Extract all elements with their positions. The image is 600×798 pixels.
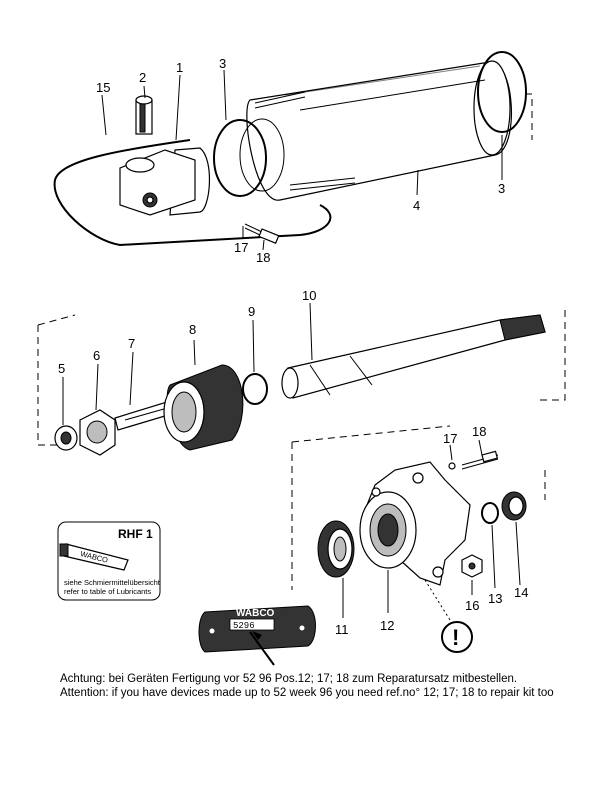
o-ring-3-right <box>477 51 527 133</box>
label-part-4: 4 <box>413 198 420 213</box>
nameplate-number: 5296 <box>233 621 255 631</box>
part-labels: 15 2 1 3 4 3 17 18 5 6 7 8 9 10 17 18 11… <box>58 56 528 637</box>
label-part-7: 7 <box>128 336 135 351</box>
piston-8 <box>163 364 244 451</box>
housing-assembly <box>291 425 546 621</box>
screw-17-lower <box>448 462 456 470</box>
nameplate-brand: WABCO <box>236 608 275 619</box>
lubricant-box-title: RHF 1 <box>118 527 153 541</box>
piston-rod-10 <box>281 314 546 399</box>
label-part-18-lower: 18 <box>472 424 486 439</box>
label-part-3-right: 3 <box>498 181 505 196</box>
tie-rod-lower <box>289 177 356 186</box>
label-part-12: 12 <box>380 618 394 633</box>
repair-note-german: Achtung: bei Geräten Fertigung vor 52 96… <box>60 673 518 685</box>
seal-11 <box>317 520 355 578</box>
warning-mark: ! <box>452 625 459 650</box>
lubricant-caption-de: siehe Schmiermittelübersicht <box>64 578 161 587</box>
pin-18-lower <box>461 450 499 470</box>
nut-16 <box>461 554 483 578</box>
label-part-9: 9 <box>248 304 255 319</box>
label-part-8: 8 <box>189 322 196 337</box>
warning-symbol: ! <box>441 621 473 653</box>
lubricant-box: RHF 1 WABCO siehe Schmiermittelübersicht… <box>57 521 161 601</box>
tie-rod-upper <box>254 91 306 104</box>
label-part-18-top: 18 <box>256 250 270 265</box>
label-part-5: 5 <box>58 361 65 376</box>
label-part-14: 14 <box>514 585 528 600</box>
label-part-3-left: 3 <box>219 56 226 71</box>
piston-rod-assembly <box>37 302 566 456</box>
label-part-17-top: 17 <box>234 240 248 255</box>
label-part-15: 15 <box>96 80 110 95</box>
o-ring-3-left <box>213 119 267 197</box>
repair-note-english: Attention: if you have devices made up t… <box>60 687 554 699</box>
grease-tube-icon: WABCO <box>59 543 129 571</box>
screw-pin-17-18-top <box>244 223 280 244</box>
label-part-13: 13 <box>488 591 502 606</box>
o-ring-13 <box>481 502 499 524</box>
lubricant-caption-en: refer to table of Lubricants <box>64 587 151 596</box>
label-part-10: 10 <box>302 288 316 303</box>
end-cover-1 <box>119 147 211 216</box>
housing-12 <box>359 461 471 586</box>
bushing-2 <box>135 95 153 135</box>
sealing-ring-15 <box>53 139 332 247</box>
washer-5 <box>54 425 78 451</box>
label-part-1: 1 <box>176 60 183 75</box>
o-ring-9 <box>242 373 268 405</box>
cylinder-assembly <box>53 51 533 251</box>
cylinder-tube-4 <box>246 60 512 201</box>
nut-6 <box>79 409 116 456</box>
label-part-2: 2 <box>139 70 146 85</box>
label-part-17-lower: 17 <box>443 431 457 446</box>
seal-14 <box>501 491 527 521</box>
nameplate: 5296 WABCO <box>198 605 316 666</box>
label-part-6: 6 <box>93 348 100 363</box>
label-part-11: 11 <box>335 622 349 637</box>
label-part-16: 16 <box>465 598 479 613</box>
